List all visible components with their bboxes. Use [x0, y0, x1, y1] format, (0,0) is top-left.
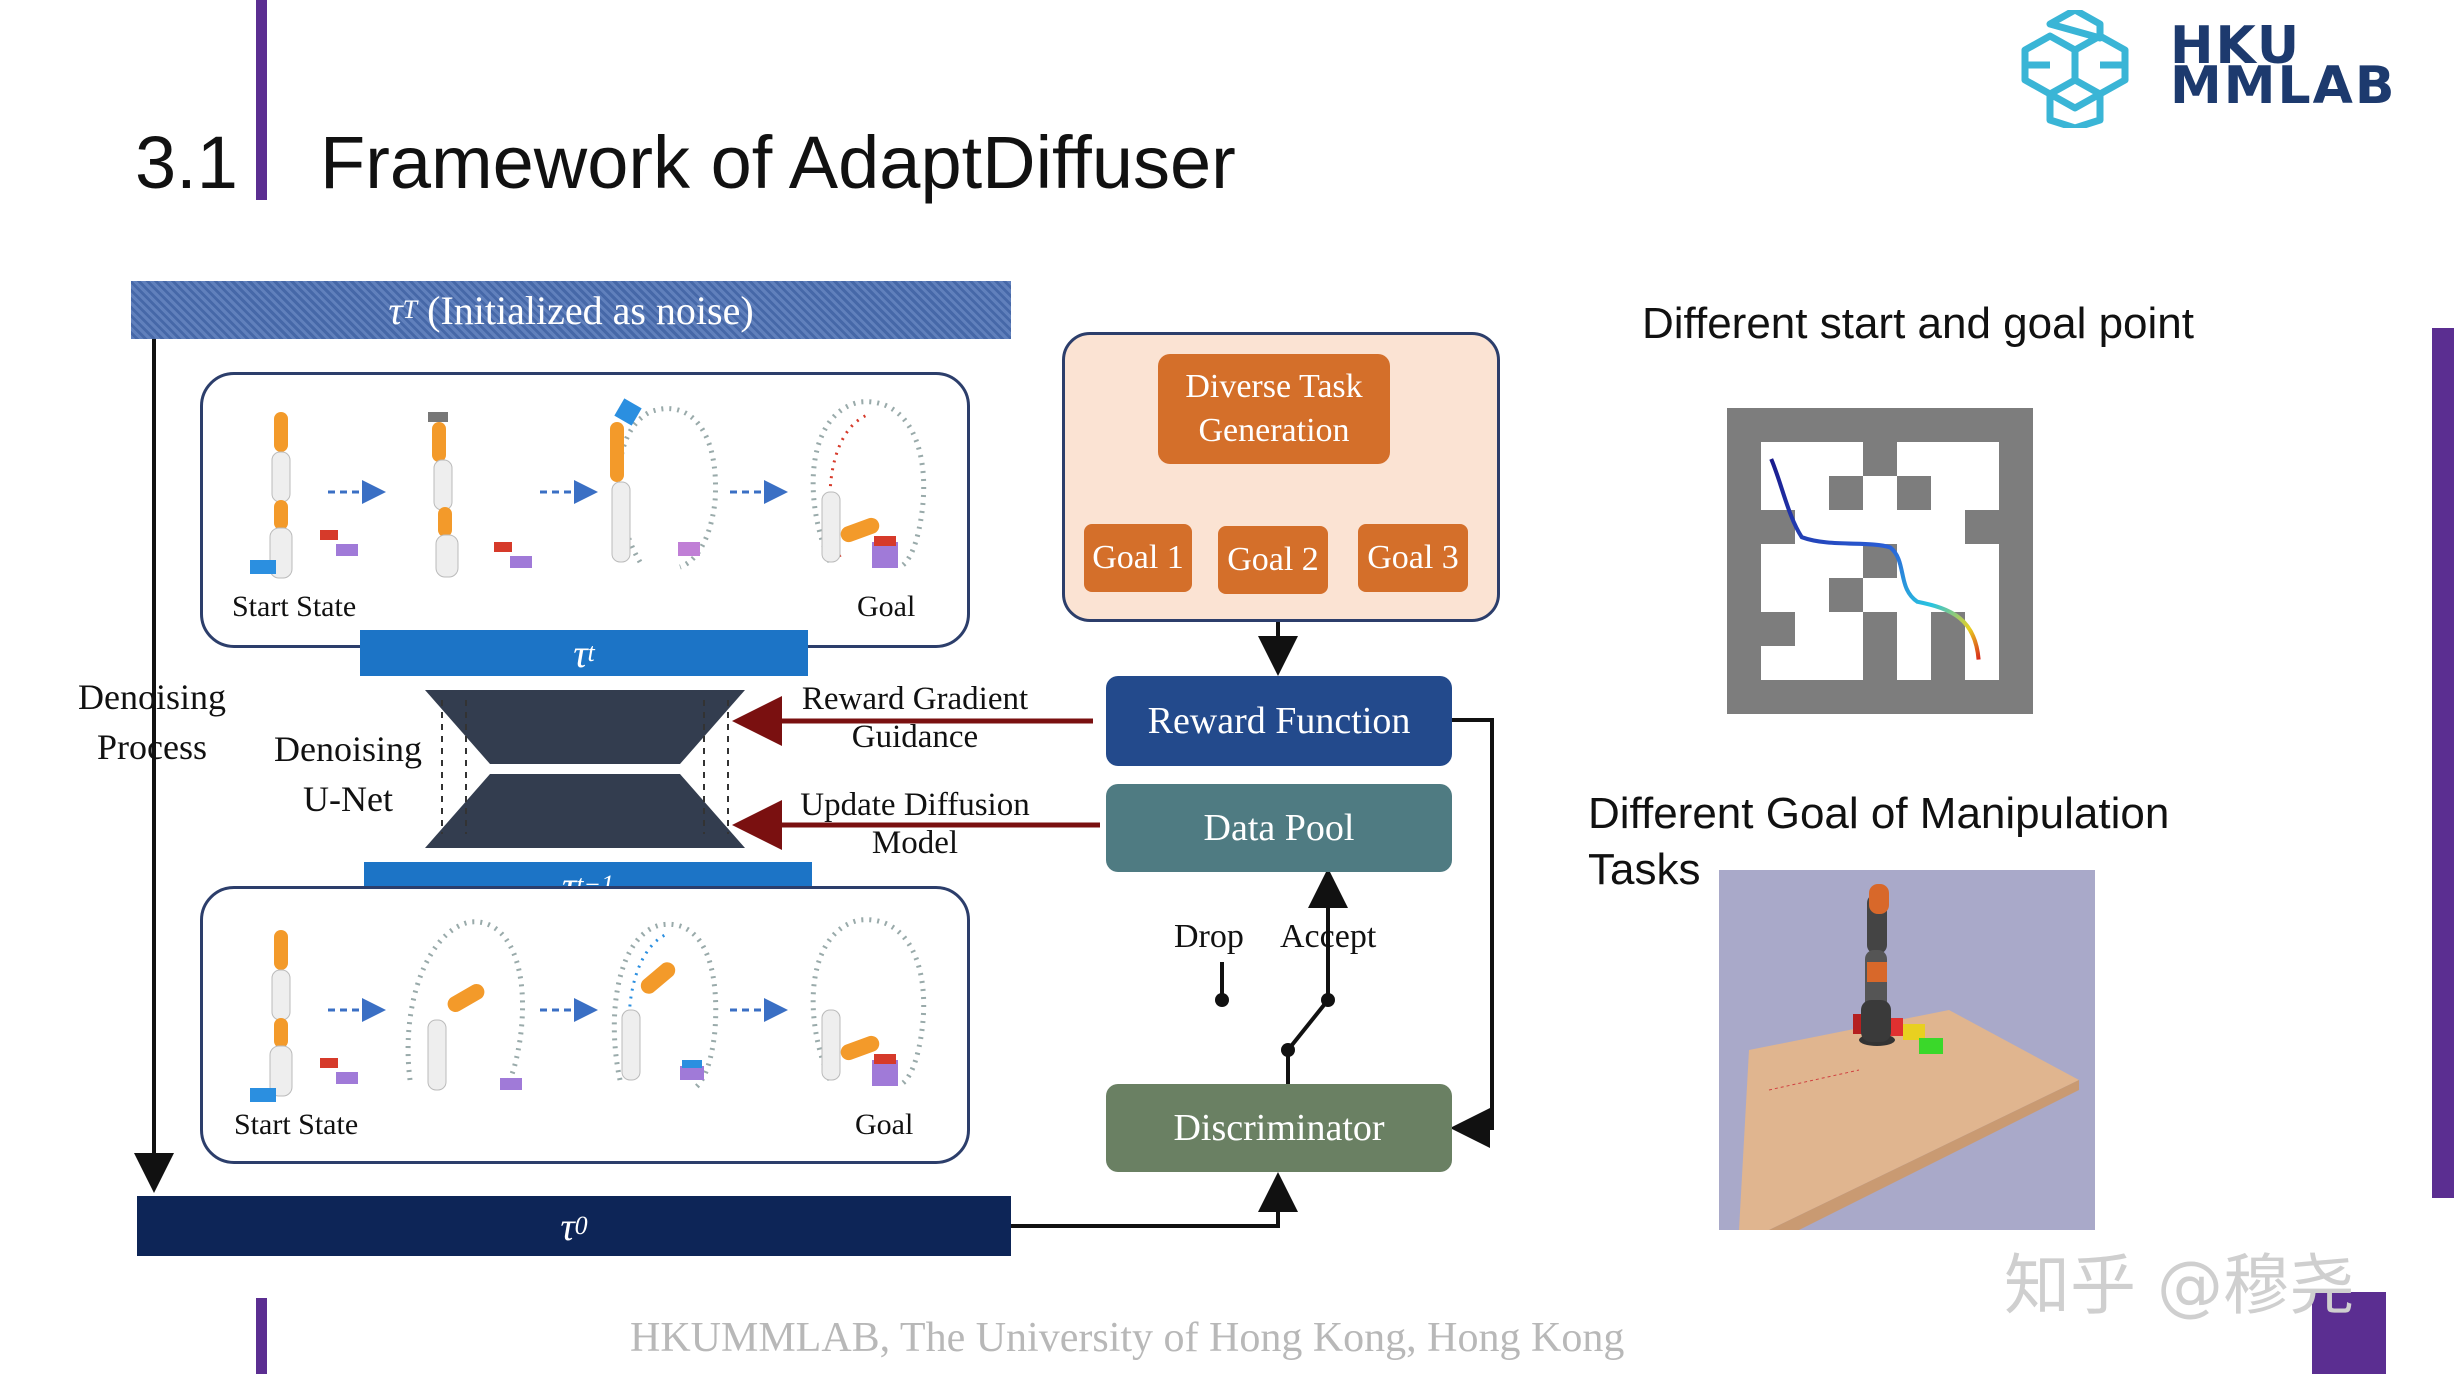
logo-text-hku: HKU [2170, 16, 2302, 76]
denoising-unet-line2: U-Net [303, 779, 393, 819]
hku-mmlab-logo-icon [2021, 10, 2129, 128]
denoising-process-label: Denoising Process [62, 672, 242, 772]
diverse-task-generation-box: Diverse Task Generation [1158, 354, 1390, 464]
denoising-unet-line1: Denoising [274, 729, 422, 769]
bottom-goal-label: Goal [855, 1108, 914, 1141]
noise-subscript: T [402, 295, 418, 324]
tau-t-sub: t [587, 638, 595, 667]
robot-arm-icon [269, 412, 293, 579]
top-start-label: Start State [232, 590, 357, 623]
tau-t-symbol: τ [573, 630, 588, 676]
manipulation-caption: Different Goal of Manipulation Tasks [1588, 786, 2169, 898]
logo-text-mmlab: MMLAB [2170, 56, 2397, 116]
watermark: 知乎 @穆尧 [2004, 1247, 2355, 1324]
denoising-process-line2: Process [97, 727, 207, 767]
task-gen-line2: Generation [1198, 412, 1350, 449]
manipulation-render-image [1719, 870, 2095, 1230]
denoising-process-line1: Denoising [78, 677, 226, 717]
drop-label: Drop [1174, 918, 1244, 955]
data-pool-box: Data Pool [1106, 784, 1452, 872]
update-diffusion-line1: Update Diffusion [800, 787, 1030, 823]
bottom-trajectory-panel [200, 886, 970, 1164]
manip-caption-line1: Different Goal of Manipulation [1588, 789, 2170, 838]
reward-gradient-line2: Guidance [851, 719, 979, 755]
update-diffusion-line2: Model [871, 825, 959, 861]
page-title: Framework of AdaptDiffuser [320, 121, 1236, 204]
denoising-unet-label: Denoising U-Net [258, 724, 438, 824]
section-number: 3.1 [135, 121, 238, 204]
manip-caption-line2: Tasks [1588, 845, 1701, 894]
bottom-right-block [2312, 1292, 2386, 1374]
footer-text: HKUMMLAB, The University of Hong Kong, H… [630, 1315, 1625, 1361]
bottom-trajectory-illustration [250, 917, 927, 1102]
unet-bottom [425, 774, 745, 848]
right-accent-bar [2432, 328, 2454, 1198]
maze-image [1727, 408, 2033, 714]
tau-0-sub: 0 [574, 1211, 588, 1240]
reward-gradient-label: Reward Gradient Guidance [770, 680, 1060, 756]
bottom-start-label: Start State [234, 1108, 359, 1141]
top-trajectory-panel [200, 372, 970, 648]
accept-label: Accept [1280, 918, 1377, 955]
top-goal-label: Goal [857, 590, 916, 623]
tau-0-symbol: τ [560, 1203, 575, 1249]
goal-2-box: Goal 2 [1218, 526, 1328, 594]
discriminator-box: Discriminator [1106, 1084, 1452, 1172]
noise-text: (Initialized as noise) [427, 287, 754, 333]
noise-symbol: τ [388, 287, 403, 333]
maze-caption: Different start and goal point [1642, 299, 2194, 348]
reward-function-box: Reward Function [1106, 676, 1452, 766]
goal-1-box: Goal 1 [1084, 524, 1192, 592]
bottom-left-divider [256, 1298, 267, 1374]
goal-3-box: Goal 3 [1358, 524, 1468, 592]
top-trajectory-illustration [250, 398, 927, 579]
unet-top [425, 690, 745, 764]
update-diffusion-label: Update Diffusion Model [770, 786, 1060, 862]
task-gen-line1: Diverse Task [1185, 368, 1363, 405]
reward-gradient-line1: Reward Gradient [801, 681, 1029, 717]
title-divider [256, 0, 267, 200]
